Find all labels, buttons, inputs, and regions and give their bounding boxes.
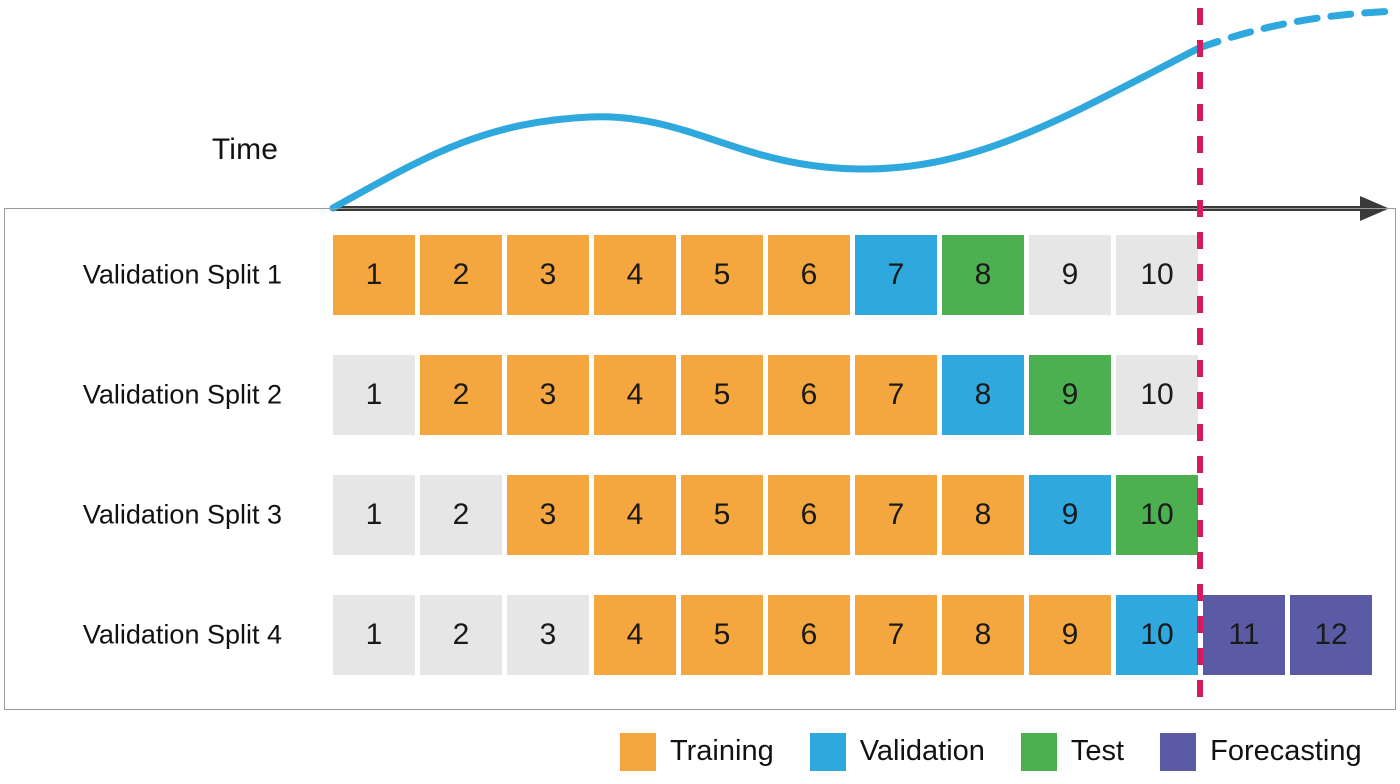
legend-label: Training [670, 735, 774, 767]
time-axis-label: Time [211, 133, 279, 166]
split-cell-unused[interactable]: 2 [420, 475, 502, 555]
split-cell-unused[interactable]: 2 [420, 595, 502, 675]
legend-item: Validation [809, 732, 985, 771]
legend-swatch-validation [809, 732, 846, 771]
split-cell-test[interactable]: 10 [1116, 475, 1198, 555]
legend-label: Validation [859, 735, 985, 767]
split-cell-validation[interactable]: 8 [942, 355, 1024, 435]
split-cell-training[interactable]: 5 [681, 355, 763, 435]
split-row-label: Validation Split 4 [82, 619, 282, 650]
split-cell-training[interactable]: 4 [594, 355, 676, 435]
legend-item: Test [1020, 732, 1125, 771]
legend-swatch-test [1020, 732, 1057, 771]
split-row-label: Validation Split 3 [82, 499, 282, 530]
split-row-label: Validation Split 1 [82, 259, 282, 290]
split-row-label: Validation Split 2 [82, 379, 282, 410]
split-cell-training[interactable]: 2 [420, 235, 502, 315]
series-curve-forecast [1195, 7, 1400, 52]
split-cell-training[interactable]: 4 [594, 235, 676, 315]
split-cell-training[interactable]: 6 [768, 235, 850, 315]
legend-label: Forecasting [1210, 735, 1362, 767]
split-cell-test[interactable]: 8 [942, 235, 1024, 315]
split-cell-validation[interactable]: 9 [1029, 475, 1111, 555]
split-cell-training[interactable]: 3 [507, 355, 589, 435]
split-cell-training[interactable]: 1 [333, 235, 415, 315]
split-cell-unused[interactable]: 1 [333, 355, 415, 435]
series-curve-observed [329, 44, 1203, 212]
legend-swatch-training [620, 732, 656, 771]
split-cell-unused[interactable]: 9 [1029, 235, 1111, 315]
split-cell-training[interactable]: 5 [681, 475, 763, 555]
split-cell-unused[interactable]: 1 [333, 475, 415, 555]
split-cell-training[interactable]: 5 [681, 235, 763, 315]
split-cell-training[interactable]: 7 [855, 595, 937, 675]
split-cell-training[interactable]: 9 [1029, 595, 1111, 675]
split-cell-training[interactable]: 8 [942, 595, 1024, 675]
split-cell-unused[interactable]: 1 [333, 595, 415, 675]
split-cell-forecasting[interactable]: 12 [1290, 595, 1372, 675]
legend-label: Test [1070, 735, 1125, 767]
legend-item: Training [620, 732, 774, 771]
split-cell-unused[interactable]: 3 [507, 595, 589, 675]
legend: Training Validation Test Forecasting [620, 729, 1362, 774]
split-cell-training[interactable]: 4 [594, 595, 676, 675]
split-cell-training[interactable]: 5 [681, 595, 763, 675]
legend-item: Forecasting [1160, 732, 1362, 771]
split-cell-forecasting[interactable]: 11 [1203, 595, 1285, 675]
split-cell-training[interactable]: 8 [942, 475, 1024, 555]
split-cell-unused[interactable]: 10 [1116, 355, 1198, 435]
split-cell-training[interactable]: 6 [768, 355, 850, 435]
split-cell-validation[interactable]: 7 [855, 235, 937, 315]
split-cell-training[interactable]: 2 [420, 355, 502, 435]
split-cell-training[interactable]: 3 [507, 235, 589, 315]
split-cell-training[interactable]: 6 [768, 595, 850, 675]
legend-swatch-forecasting [1160, 732, 1197, 771]
split-cell-unused[interactable]: 10 [1116, 235, 1198, 315]
diagram-frame [4, 208, 1396, 710]
split-cell-training[interactable]: 7 [855, 475, 937, 555]
split-cell-training[interactable]: 4 [594, 475, 676, 555]
split-cell-training[interactable]: 7 [855, 355, 937, 435]
split-cell-training[interactable]: 6 [768, 475, 850, 555]
split-cell-training[interactable]: 3 [507, 475, 589, 555]
forecast-cutoff-line [1197, 8, 1203, 702]
split-cell-validation[interactable]: 10 [1116, 595, 1198, 675]
split-cell-test[interactable]: 9 [1029, 355, 1111, 435]
